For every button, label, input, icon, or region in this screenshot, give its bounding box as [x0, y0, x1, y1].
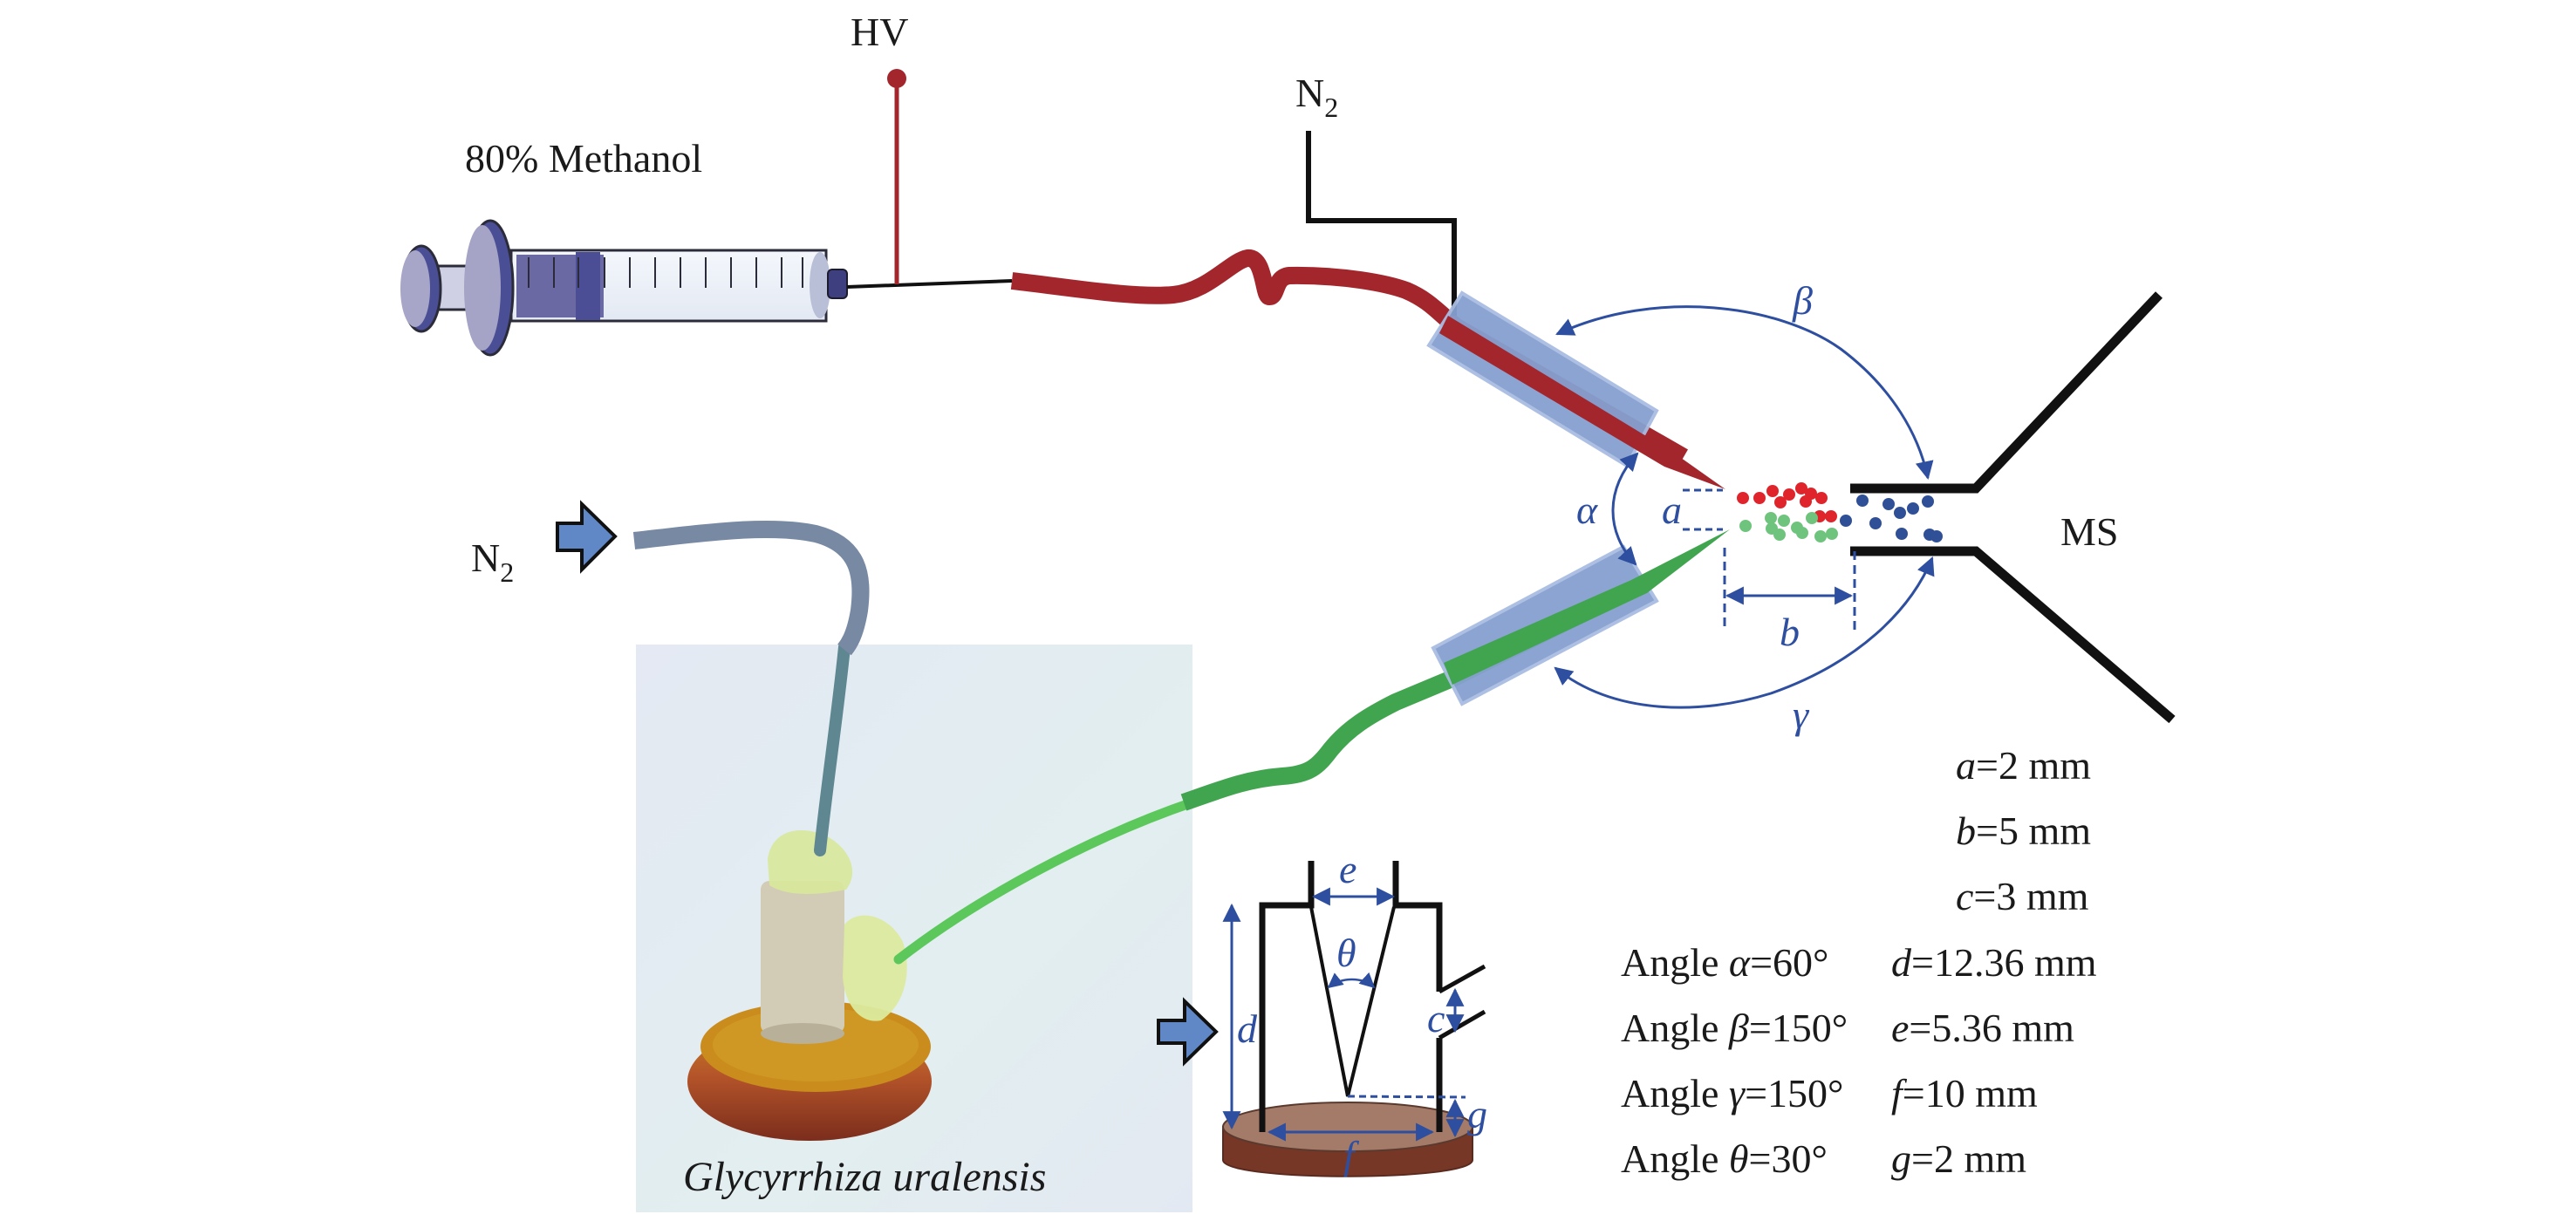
label-e: e	[1339, 847, 1356, 891]
sample-caption: Glycyrrhiza uralensis	[683, 1154, 1046, 1200]
param-angle-2: Angle γ=150°	[1621, 1071, 1843, 1115]
label-theta: θ	[1336, 931, 1356, 975]
angle-theta-arc	[1327, 972, 1376, 989]
label-alpha: α	[1576, 488, 1598, 532]
cylinder-base	[761, 1023, 844, 1044]
droplet-green	[1796, 527, 1808, 539]
label-d: d	[1237, 1006, 1258, 1051]
ms-inlet	[1850, 291, 2176, 724]
param-c: c=3 mm	[1956, 874, 2089, 918]
sample-cylinder	[761, 881, 844, 1034]
droplet-red	[1753, 492, 1766, 504]
droplet-blue	[1840, 515, 1852, 527]
sample-tube	[1180, 582, 1636, 811]
param-angle-1: Angle β=150°	[1621, 1006, 1848, 1050]
droplet-blue	[1907, 502, 1919, 515]
label-gamma: γ	[1793, 692, 1810, 737]
photo-sample-tube	[893, 797, 1198, 965]
syringe-icon	[400, 219, 848, 357]
parameter-list: a=2 mm b=5 mm c=3 mm Angle α=60° d=12.36 mm A…	[1621, 743, 2097, 1181]
angle-beta-arc	[1555, 305, 1934, 481]
n2-top-subscript: 2	[1324, 92, 1338, 123]
droplet-green	[1773, 529, 1786, 541]
side-port-upper	[1438, 964, 1486, 994]
solvent-tube	[1010, 249, 1688, 465]
param-angle-0: Angle α=60°	[1621, 940, 1828, 985]
param-a: a=2 mm	[1956, 743, 2091, 788]
angle-gamma-arc	[1554, 556, 1935, 709]
label-b: b	[1780, 610, 1800, 654]
solvent-emitter-tip	[1439, 316, 1725, 489]
syringe-barrel-end	[810, 252, 830, 318]
sample-emitter-tip	[1444, 529, 1730, 685]
photo-gas-tube	[814, 641, 851, 856]
syringe-needle	[846, 279, 1013, 289]
cross-section-right-wall-upper	[1392, 861, 1443, 992]
sample-photo: Glycyrrhiza uralensis	[636, 641, 1198, 1212]
label-a: a	[1662, 488, 1682, 532]
droplet-green	[1778, 515, 1790, 527]
droplet-green	[1739, 520, 1752, 532]
ion-source-cross-section: e θ d c g f	[1157, 847, 1487, 1177]
hv-electrode-icon	[887, 69, 906, 88]
solvent-label: 80% Methanol	[465, 136, 702, 181]
droplet-red	[1795, 482, 1807, 495]
glue-top	[768, 830, 853, 894]
n2-left-label: N2	[471, 536, 514, 588]
param-g: g=2 mm	[1891, 1136, 2026, 1181]
droplet-red	[1815, 492, 1828, 504]
syringe-flange-face	[464, 225, 501, 351]
droplet-red	[1783, 488, 1795, 501]
droplet-red	[1825, 510, 1837, 522]
syringe-graduations	[528, 257, 803, 288]
n2-left-subscript: 2	[500, 556, 514, 588]
param-e: e=5.36 mm	[1891, 1006, 2074, 1050]
param-angle-3: Angle θ=30°	[1621, 1136, 1828, 1181]
hv-label: HV	[851, 10, 908, 54]
droplet-red	[1766, 485, 1779, 497]
label-c: c	[1427, 996, 1445, 1040]
ms-label: MS	[2060, 509, 2118, 554]
cross-section-left-wall	[1259, 861, 1315, 1132]
ms-inlet-lower	[1850, 546, 2176, 724]
droplet-red	[1805, 488, 1817, 500]
sheath-gas-line	[1306, 131, 1457, 316]
flow-direction-arrow-icon	[1157, 997, 1219, 1067]
n2-top-text: N	[1295, 71, 1324, 115]
n2-left-text: N	[471, 536, 500, 580]
n2-top-label: N2	[1295, 71, 1338, 123]
droplet-red	[1774, 496, 1787, 508]
glue-side	[843, 915, 907, 1021]
droplet-blue	[1896, 528, 1908, 540]
droplet-blue	[1882, 498, 1895, 510]
ms-inlet-upper	[1850, 291, 2163, 494]
syringe-plunger-face	[400, 250, 430, 327]
photo-background	[636, 645, 1192, 1212]
droplet-blue	[1922, 495, 1934, 508]
param-d: d=12.36 mm	[1891, 940, 2097, 985]
label-g: g	[1467, 1092, 1487, 1136]
droplet-blue	[1856, 495, 1869, 507]
gas-tube	[632, 520, 870, 656]
droplet-green	[1826, 528, 1838, 540]
syringe-tip	[827, 269, 848, 299]
syringe-piston	[576, 252, 600, 320]
droplet-blue	[1894, 507, 1906, 519]
droplet-blue	[1930, 530, 1943, 542]
gas-inlet-arrow-icon	[556, 500, 618, 574]
param-f: f=10 mm	[1891, 1071, 2038, 1115]
geometry-annotations: α a β γ b	[1554, 278, 1935, 737]
param-b: b=5 mm	[1956, 808, 2091, 853]
droplet-green	[1765, 512, 1777, 524]
droplet-green	[1814, 530, 1827, 542]
droplet-green	[1806, 512, 1818, 524]
dim-g-dash	[1347, 1095, 1466, 1099]
side-port-lower	[1438, 1009, 1486, 1040]
spray-droplets	[1737, 482, 1943, 542]
droplet-blue	[1869, 517, 1882, 529]
label-beta: β	[1792, 278, 1813, 323]
droplet-red	[1737, 492, 1749, 504]
